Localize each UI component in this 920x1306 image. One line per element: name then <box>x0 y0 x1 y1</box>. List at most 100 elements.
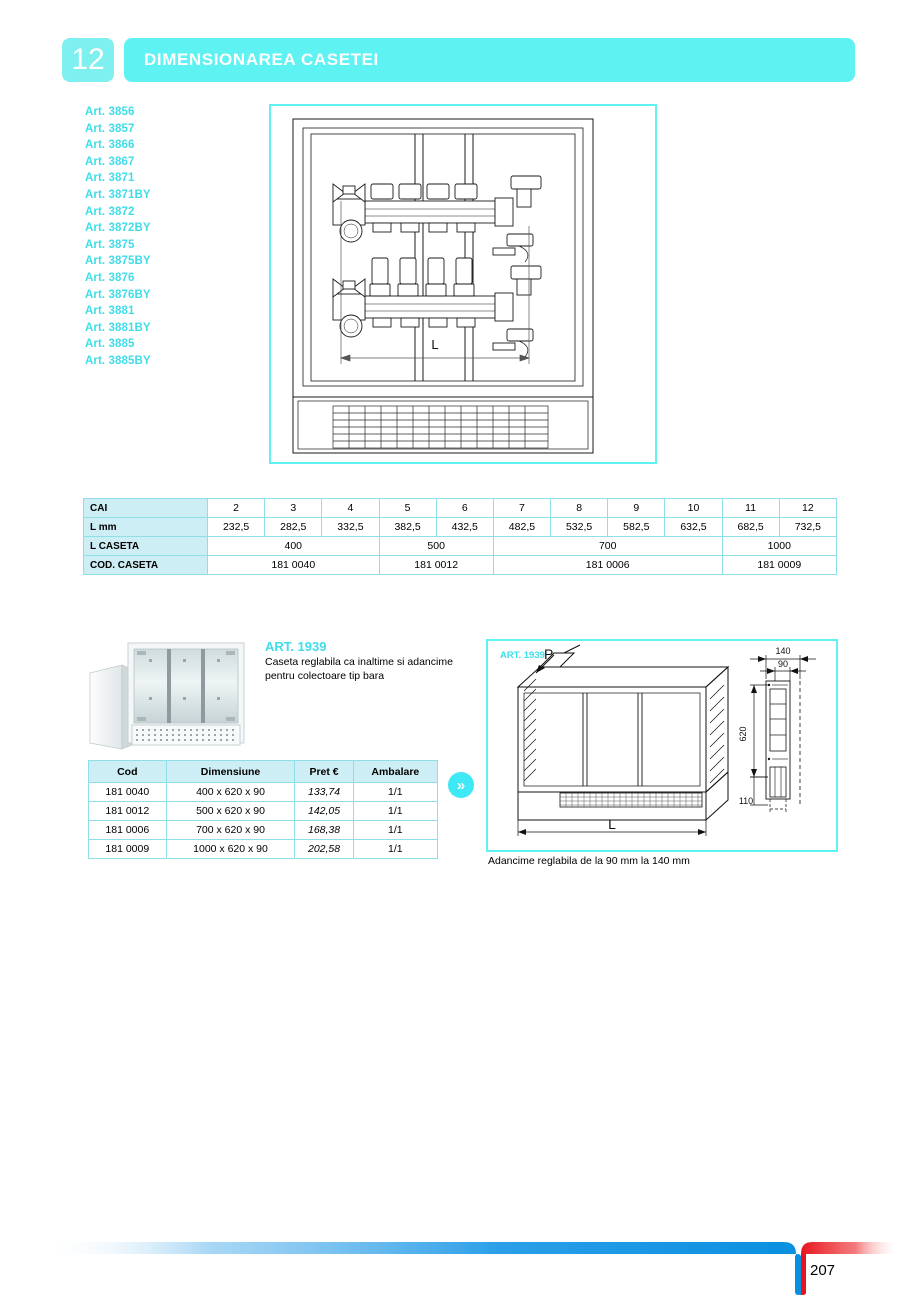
table-cell: 432,5 <box>435 517 494 537</box>
article-item: Art. 3857 <box>85 122 135 135</box>
price-cell-dimensiune: 500 x 620 x 90 <box>165 801 296 821</box>
table-cell: 582,5 <box>607 517 666 537</box>
table-cell: 7 <box>492 498 552 518</box>
article-item: Art. 3875 <box>85 238 135 251</box>
row-header: COD. CASETA <box>83 555 208 575</box>
price-cell-ambalare: 1/1 <box>352 839 439 859</box>
table-cell: 2 <box>206 498 266 518</box>
table-cell: 11 <box>721 498 780 518</box>
price-column-header: Ambalare <box>352 760 439 783</box>
table-cell: 700 <box>492 536 723 556</box>
table-cell: 6 <box>435 498 494 518</box>
dimension-label-L: L <box>431 337 438 352</box>
table-cell: 232,5 <box>206 517 266 537</box>
tech-drawing-label: ART. 1939 <box>500 650 545 661</box>
depth-marker-label: P <box>544 646 553 662</box>
table-cell: 482,5 <box>492 517 552 537</box>
table-cell: 332,5 <box>321 517 380 537</box>
table-cell: 4 <box>321 498 380 518</box>
table-cell: 532,5 <box>550 517 609 537</box>
article-item: Art. 3867 <box>85 155 135 168</box>
table-cell: 400 <box>207 536 380 556</box>
price-cell-pret: 202,58 <box>294 839 354 859</box>
width-dimension-label: L <box>608 816 616 832</box>
price-cell-dimensiune: 400 x 620 x 90 <box>165 782 296 802</box>
article-item: Art. 3876 <box>85 271 135 284</box>
table-cell: 8 <box>550 498 609 518</box>
cabinet-tech-drawing: P L 140 <box>516 644 816 836</box>
table-cell: 9 <box>607 498 666 518</box>
product-photo <box>88 637 248 755</box>
table-cell: 181 0040 <box>207 555 380 575</box>
table-cell: 3 <box>264 498 323 518</box>
article-item: Art. 3885BY <box>85 354 151 367</box>
page-title: DIMENSIONAREA CASETEI <box>144 50 379 69</box>
price-cell-ambalare: 1/1 <box>352 782 439 802</box>
section-title-bar: DIMENSIONAREA CASETEI <box>124 38 855 82</box>
price-cell-pret: 133,74 <box>294 782 354 802</box>
grille <box>332 405 549 449</box>
dim-depth-min-label: 90 <box>778 659 788 669</box>
price-cell-pret: 168,38 <box>294 820 354 840</box>
price-cell-cod: 181 0006 <box>88 820 167 840</box>
table-cell: 12 <box>778 498 838 518</box>
article-item: Art. 3871BY <box>85 188 151 201</box>
table-cell: 382,5 <box>378 517 437 537</box>
product-info: ART. 1939 Caseta reglabila ca inaltime s… <box>265 639 455 683</box>
page-header: 12 DIMENSIONAREA CASETEI <box>62 38 855 82</box>
table-cell: 181 0006 <box>492 555 723 575</box>
table-cell: 632,5 <box>664 517 723 537</box>
double-chevron-right-icon: » <box>448 772 474 798</box>
lower-manifold <box>332 257 542 358</box>
row-header: L mm <box>83 517 208 537</box>
price-cell-pret: 142,05 <box>294 801 354 821</box>
price-column-header: Dimensiune <box>165 760 296 783</box>
article-item: Art. 3872 <box>85 205 135 218</box>
product-description: Caseta reglabila ca inaltime si adancime… <box>265 656 453 682</box>
article-item: Art. 3885 <box>85 338 135 351</box>
page-number: 207 <box>810 1262 836 1279</box>
main-drawing-panel: L <box>269 104 657 464</box>
table-cell: 1000 <box>721 536 838 556</box>
price-column-header: Cod <box>88 760 167 783</box>
article-item: Art. 3871 <box>85 172 135 185</box>
table-cell: 500 <box>378 536 494 556</box>
price-cell-cod: 181 0040 <box>88 782 167 802</box>
riser-pipes <box>414 134 474 381</box>
footer-red-bar <box>801 1242 900 1295</box>
table-cell: 10 <box>664 498 723 518</box>
manifold-cabinet-drawing: L <box>292 118 594 454</box>
product-title: ART. 1939 <box>265 639 327 654</box>
dimension-line-L <box>339 201 531 364</box>
section-number-badge: 12 <box>62 38 114 82</box>
table-cell: 682,5 <box>721 517 780 537</box>
tech-drawing-caption: Adancime reglabila de la 90 mm la 140 mm <box>488 855 690 867</box>
price-cell-dimensiune: 1000 x 620 x 90 <box>165 839 296 859</box>
table-cell: 732,5 <box>778 517 838 537</box>
tech-drawing-panel: ART. 1939 <box>486 639 838 852</box>
row-header: CAI <box>83 498 208 518</box>
article-item: Art. 3875BY <box>85 255 151 268</box>
price-cell-ambalare: 1/1 <box>352 801 439 821</box>
dim-depth-max-label: 140 <box>775 646 790 656</box>
price-cell-ambalare: 1/1 <box>352 820 439 840</box>
upper-manifold <box>332 175 542 263</box>
dim-foot-label: 110 <box>739 796 753 806</box>
row-header: L CASETA <box>83 536 208 556</box>
price-cell-dimensiune: 700 x 620 x 90 <box>165 820 296 840</box>
